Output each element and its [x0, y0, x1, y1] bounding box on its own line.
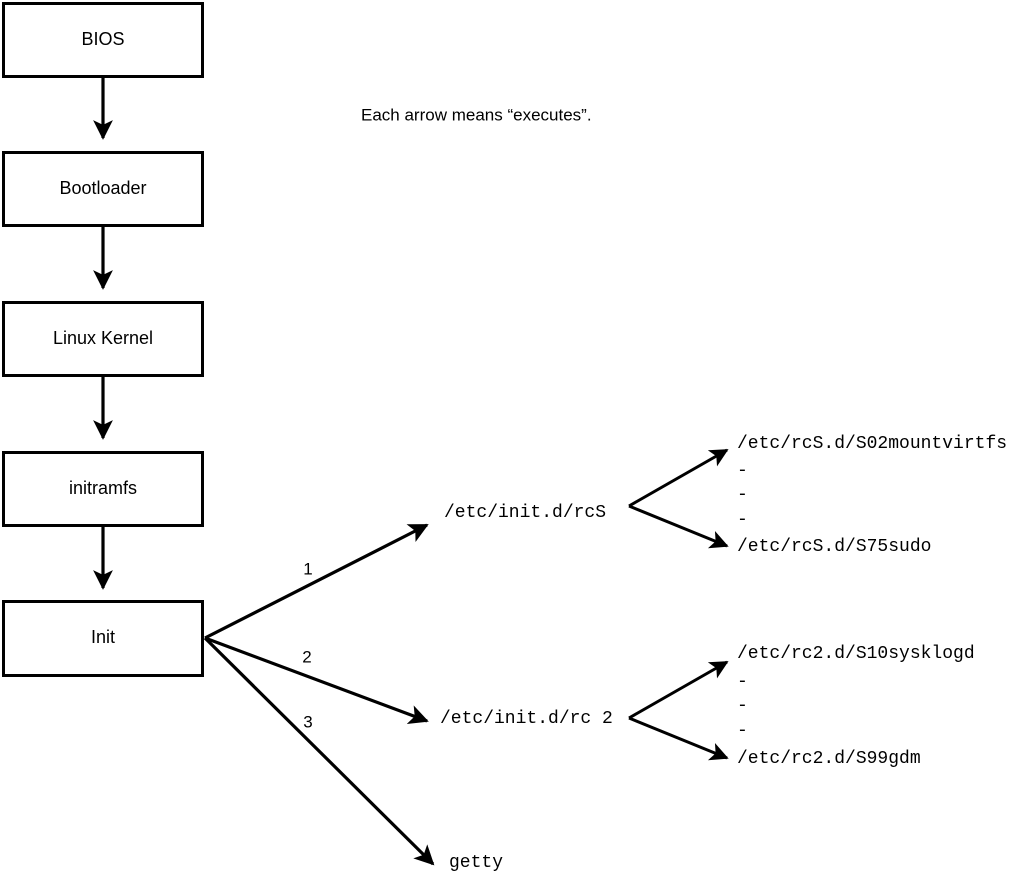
- init-branches-group: 1 2 3: [203, 523, 435, 866]
- branch-number-3: 3: [303, 712, 312, 731]
- box-linux-kernel-rect: [2, 301, 204, 377]
- arrow-init-branch-1: [204, 523, 429, 640]
- box-bootloader[interactable]: Bootloader: [2, 151, 204, 227]
- box-bios[interactable]: BIOS: [2, 2, 204, 78]
- arrow-init-branch-2: [204, 636, 429, 725]
- rcs-scripts-group: /etc/rcS.d/S02mountvirtfs - - - /etc/rcS…: [628, 434, 1007, 557]
- box-init-label: Init: [91, 627, 115, 647]
- branch-number-2: 2: [302, 647, 311, 666]
- arrow-init-branch-3: [203, 636, 435, 866]
- arrow-rcs-to-first-script: [628, 448, 729, 508]
- rc2-ellipsis-dash-2: -: [737, 696, 748, 716]
- box-initramfs[interactable]: initramfs: [2, 451, 204, 527]
- label-init-d-rc2: /etc/init.d/rc 2: [440, 709, 613, 729]
- label-rcs-last-script: /etc/rcS.d/S75sudo: [737, 537, 931, 557]
- arrow-rc2-to-first-script: [628, 660, 729, 720]
- label-rcs-first-script: /etc/rcS.d/S02mountvirtfs: [737, 434, 1007, 454]
- diagram-caption: Each arrow means “executes”.: [361, 105, 592, 124]
- rc2-scripts-group: /etc/rc2.d/S10sysklogd - - - /etc/rc2.d/…: [628, 644, 975, 769]
- rc2-ellipsis-dash-1: -: [737, 672, 748, 692]
- rc2-ellipsis-dash-3: -: [737, 721, 748, 741]
- arrow-rcs-to-last-script: [628, 504, 729, 549]
- branch-number-1: 1: [303, 559, 312, 578]
- arrow-rc2-to-last-script: [628, 716, 729, 761]
- box-linux-kernel[interactable]: Linux Kernel: [2, 301, 204, 377]
- box-bootloader-rect: [2, 151, 204, 227]
- rcs-ellipsis-dash-3: -: [737, 510, 748, 530]
- box-initramfs-label: initramfs: [69, 478, 137, 498]
- box-bootloader-label: Bootloader: [59, 178, 146, 198]
- rcs-ellipsis-dash-1: -: [737, 461, 748, 481]
- boot-chain-group: BIOS Bootloader Linux Kernel initramfs I: [2, 2, 204, 677]
- box-init-rect: [2, 600, 204, 677]
- label-rc2-first-script: /etc/rc2.d/S10sysklogd: [737, 644, 975, 664]
- box-init[interactable]: Init: [2, 600, 204, 677]
- box-bios-rect: [2, 2, 204, 78]
- box-bios-label: BIOS: [81, 29, 124, 49]
- label-rc2-last-script: /etc/rc2.d/S99gdm: [737, 749, 921, 769]
- label-getty: getty: [449, 853, 503, 873]
- label-init-d-rcs: /etc/init.d/rcS: [444, 503, 606, 523]
- box-initramfs-rect: [2, 451, 204, 527]
- rcs-ellipsis-dash-2: -: [737, 485, 748, 505]
- box-linux-kernel-label: Linux Kernel: [53, 328, 153, 348]
